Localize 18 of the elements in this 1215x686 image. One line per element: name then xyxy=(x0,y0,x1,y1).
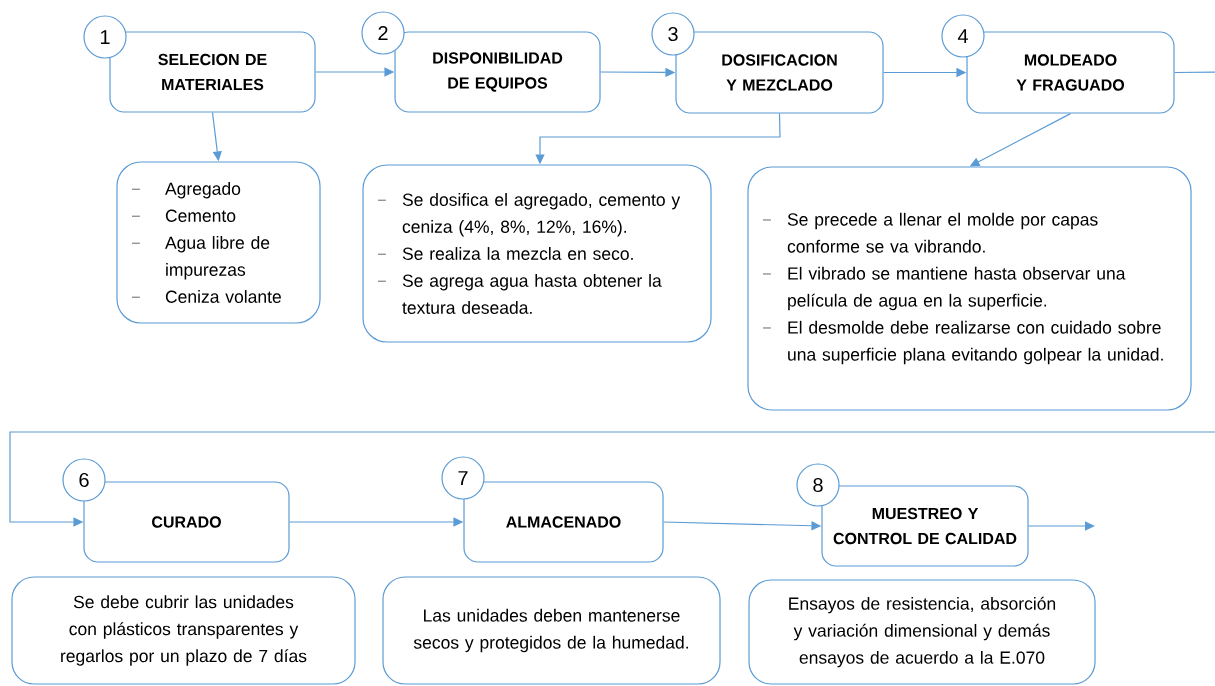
description-box: Se precede a llenar el molde por capas conforme se va vibrando. El vibrado se mantiene hasta observar una película de agua en la superficie. El desmolde debe realizarse con cuidado sobre una superficie plana evitando golpear la unidad. xyxy=(747,166,1192,411)
description-box: Se dosifica el agregado, cemento y ceniza (4%, 8%, 12%, 16%). Se realiza la mezcla en seco. Se agrega agua hasta obtener la textura deseada. xyxy=(362,164,712,343)
step-number: 2 xyxy=(361,11,405,55)
step-box: ALMACENADO xyxy=(463,481,664,563)
description-box: Se debe cubrir las unidades con plásticos transparentes y regarlos por un plazo de 7 días xyxy=(11,576,356,685)
connector-arrow xyxy=(9,71,1215,527)
arrow xyxy=(1028,521,1095,531)
step-box: SELECION DE MATERIALES xyxy=(109,31,316,113)
description-box: Agregado Cemento Agua libre de impurezas Ceniza volante xyxy=(116,161,321,324)
step-number: 3 xyxy=(651,12,695,56)
step-number: 4 xyxy=(941,14,985,58)
step-number: 8 xyxy=(796,463,840,507)
step-box: DISPONIBILIDAD DE EQUIPOS xyxy=(394,31,601,113)
step-number: 7 xyxy=(441,456,485,500)
step-number: 1 xyxy=(83,15,127,59)
description-box: Ensayos de resistencia, absorción y variación dimensional y demás ensayos de acuerdo a la E.070 xyxy=(748,579,1096,685)
step-number: 6 xyxy=(62,458,106,502)
description-box: Las unidades deben mantenerse secos y protegidos de la humedad. xyxy=(382,576,721,685)
